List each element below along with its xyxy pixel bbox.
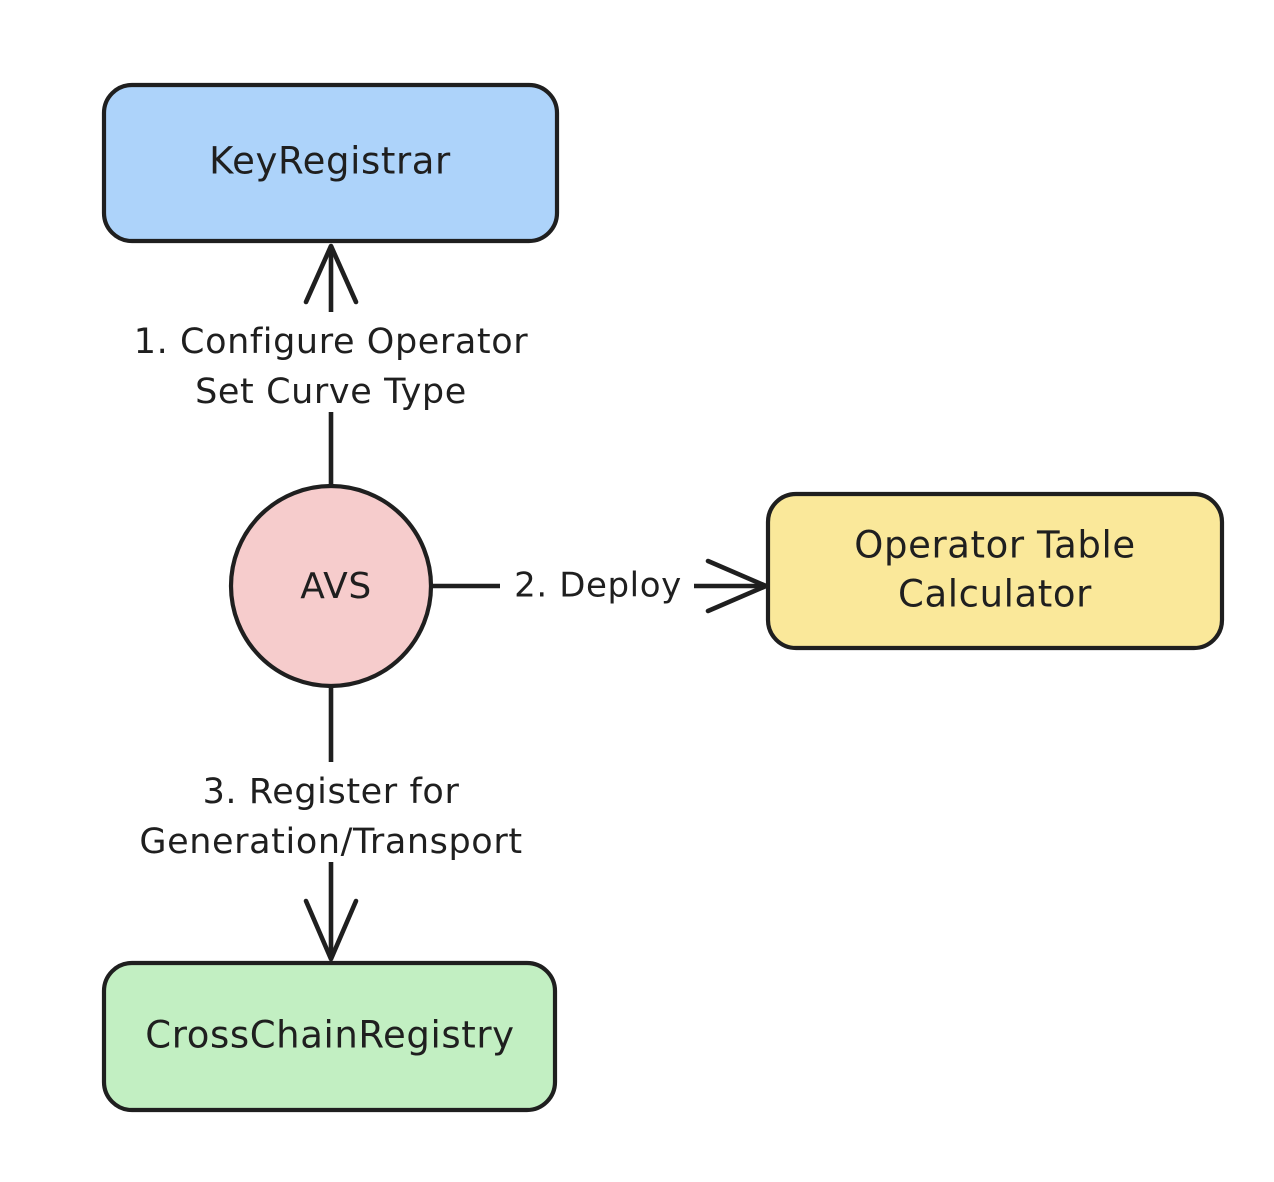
node-key-registrar[interactable]: KeyRegistrar: [101, 82, 560, 244]
node-key-registrar-label: KeyRegistrar: [209, 140, 451, 183]
node-avs-shape: [228, 483, 434, 689]
node-cross-chain-registry-label: CrossChainRegistry: [145, 1014, 514, 1057]
node-cross-chain-registry-shape: [101, 960, 558, 1113]
edge-label-1: 1. Configure Operator Set Curve Type: [110, 312, 550, 412]
edge-label-2-backdrop: [500, 557, 694, 615]
edge-label-3: 3. Register for Generation/Transport: [110, 762, 570, 862]
arrowhead-up-icon: [303, 243, 359, 305]
node-operator-table-calculator-shape: [765, 491, 1225, 651]
node-avs-label: AVS: [300, 566, 372, 607]
edge-label-2-line1: 2. Deploy: [514, 566, 682, 606]
edge-label-1-backdrop: [110, 312, 550, 412]
edge-label-1-line2: Set Curve Type: [195, 372, 467, 412]
node-avs[interactable]: AVS: [228, 483, 434, 689]
edge-label-3-backdrop: [110, 762, 570, 862]
edge-label-3-line1: 3. Register for: [203, 772, 460, 812]
arrowhead-down-icon: [303, 898, 359, 962]
node-key-registrar-shape: [101, 82, 560, 244]
edge-label-3-line2: Generation/Transport: [139, 822, 522, 862]
node-cross-chain-registry[interactable]: CrossChainRegistry: [101, 960, 558, 1113]
node-operator-table-calculator[interactable]: Operator Table Calculator: [765, 491, 1225, 651]
edge-label-1-line1: 1. Configure Operator: [134, 322, 529, 362]
edge-label-2: 2. Deploy: [500, 557, 694, 615]
node-operator-table-calculator-label-line1: Operator Table: [854, 524, 1135, 567]
node-operator-table-calculator-label-line2: Calculator: [898, 573, 1092, 616]
